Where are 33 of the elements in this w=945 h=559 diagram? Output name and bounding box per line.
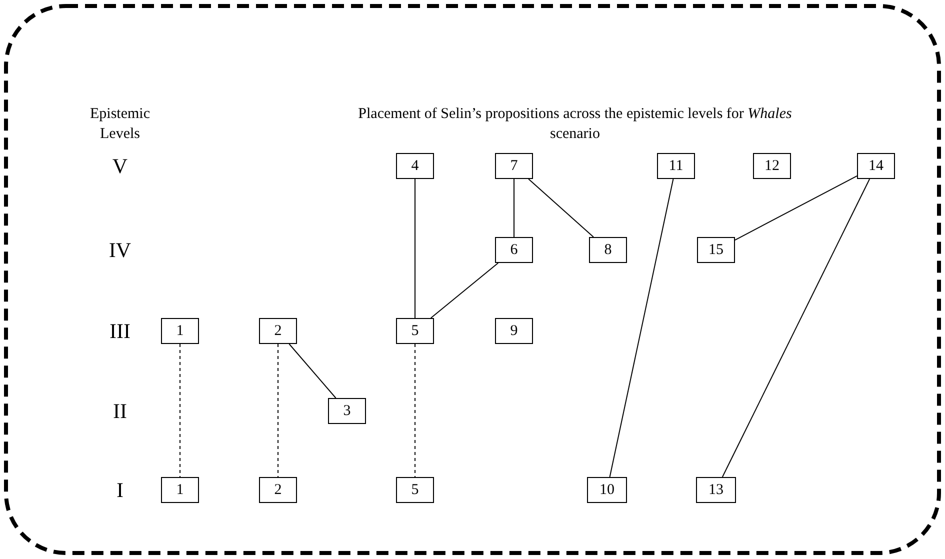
proposition-box: 12: [753, 153, 791, 179]
connector-line: [430, 262, 499, 318]
connector-line: [734, 175, 858, 241]
proposition-box: 6: [495, 237, 533, 263]
proposition-box: 14: [857, 153, 895, 179]
proposition-box: 1: [161, 477, 199, 503]
proposition-box: 3: [328, 398, 366, 424]
proposition-box: 2: [259, 318, 297, 344]
diagram-title: Placement of Selin’s propositions across the epistemic levels for Whales scenario: [357, 105, 793, 144]
proposition-box: 13: [696, 477, 736, 503]
proposition-box: 1: [161, 318, 199, 344]
proposition-box: 9: [495, 318, 533, 344]
level-numeral: II: [112, 399, 128, 423]
proposition-box: 8: [589, 237, 627, 263]
column-heading: Epistemic Levels: [89, 105, 151, 144]
proposition-box: 5: [396, 477, 434, 503]
level-numeral: III: [108, 319, 132, 343]
level-numeral: I: [116, 478, 124, 502]
proposition-box: 7: [495, 153, 533, 179]
proposition-box: 15: [697, 237, 735, 263]
connector-line: [288, 344, 336, 398]
level-numeral: IV: [108, 238, 132, 262]
connector-line: [414, 178, 416, 318]
proposition-box: 5: [396, 318, 434, 344]
proposition-box: 10: [587, 477, 627, 503]
level-numeral: V: [111, 154, 129, 178]
connector-line: [722, 178, 870, 478]
dashed-connector: [414, 344, 416, 478]
proposition-box: 2: [259, 477, 297, 503]
proposition-box: 11: [657, 153, 695, 179]
connector-line: [609, 178, 674, 478]
connector-line: [528, 178, 594, 238]
proposition-box: 4: [396, 153, 434, 179]
